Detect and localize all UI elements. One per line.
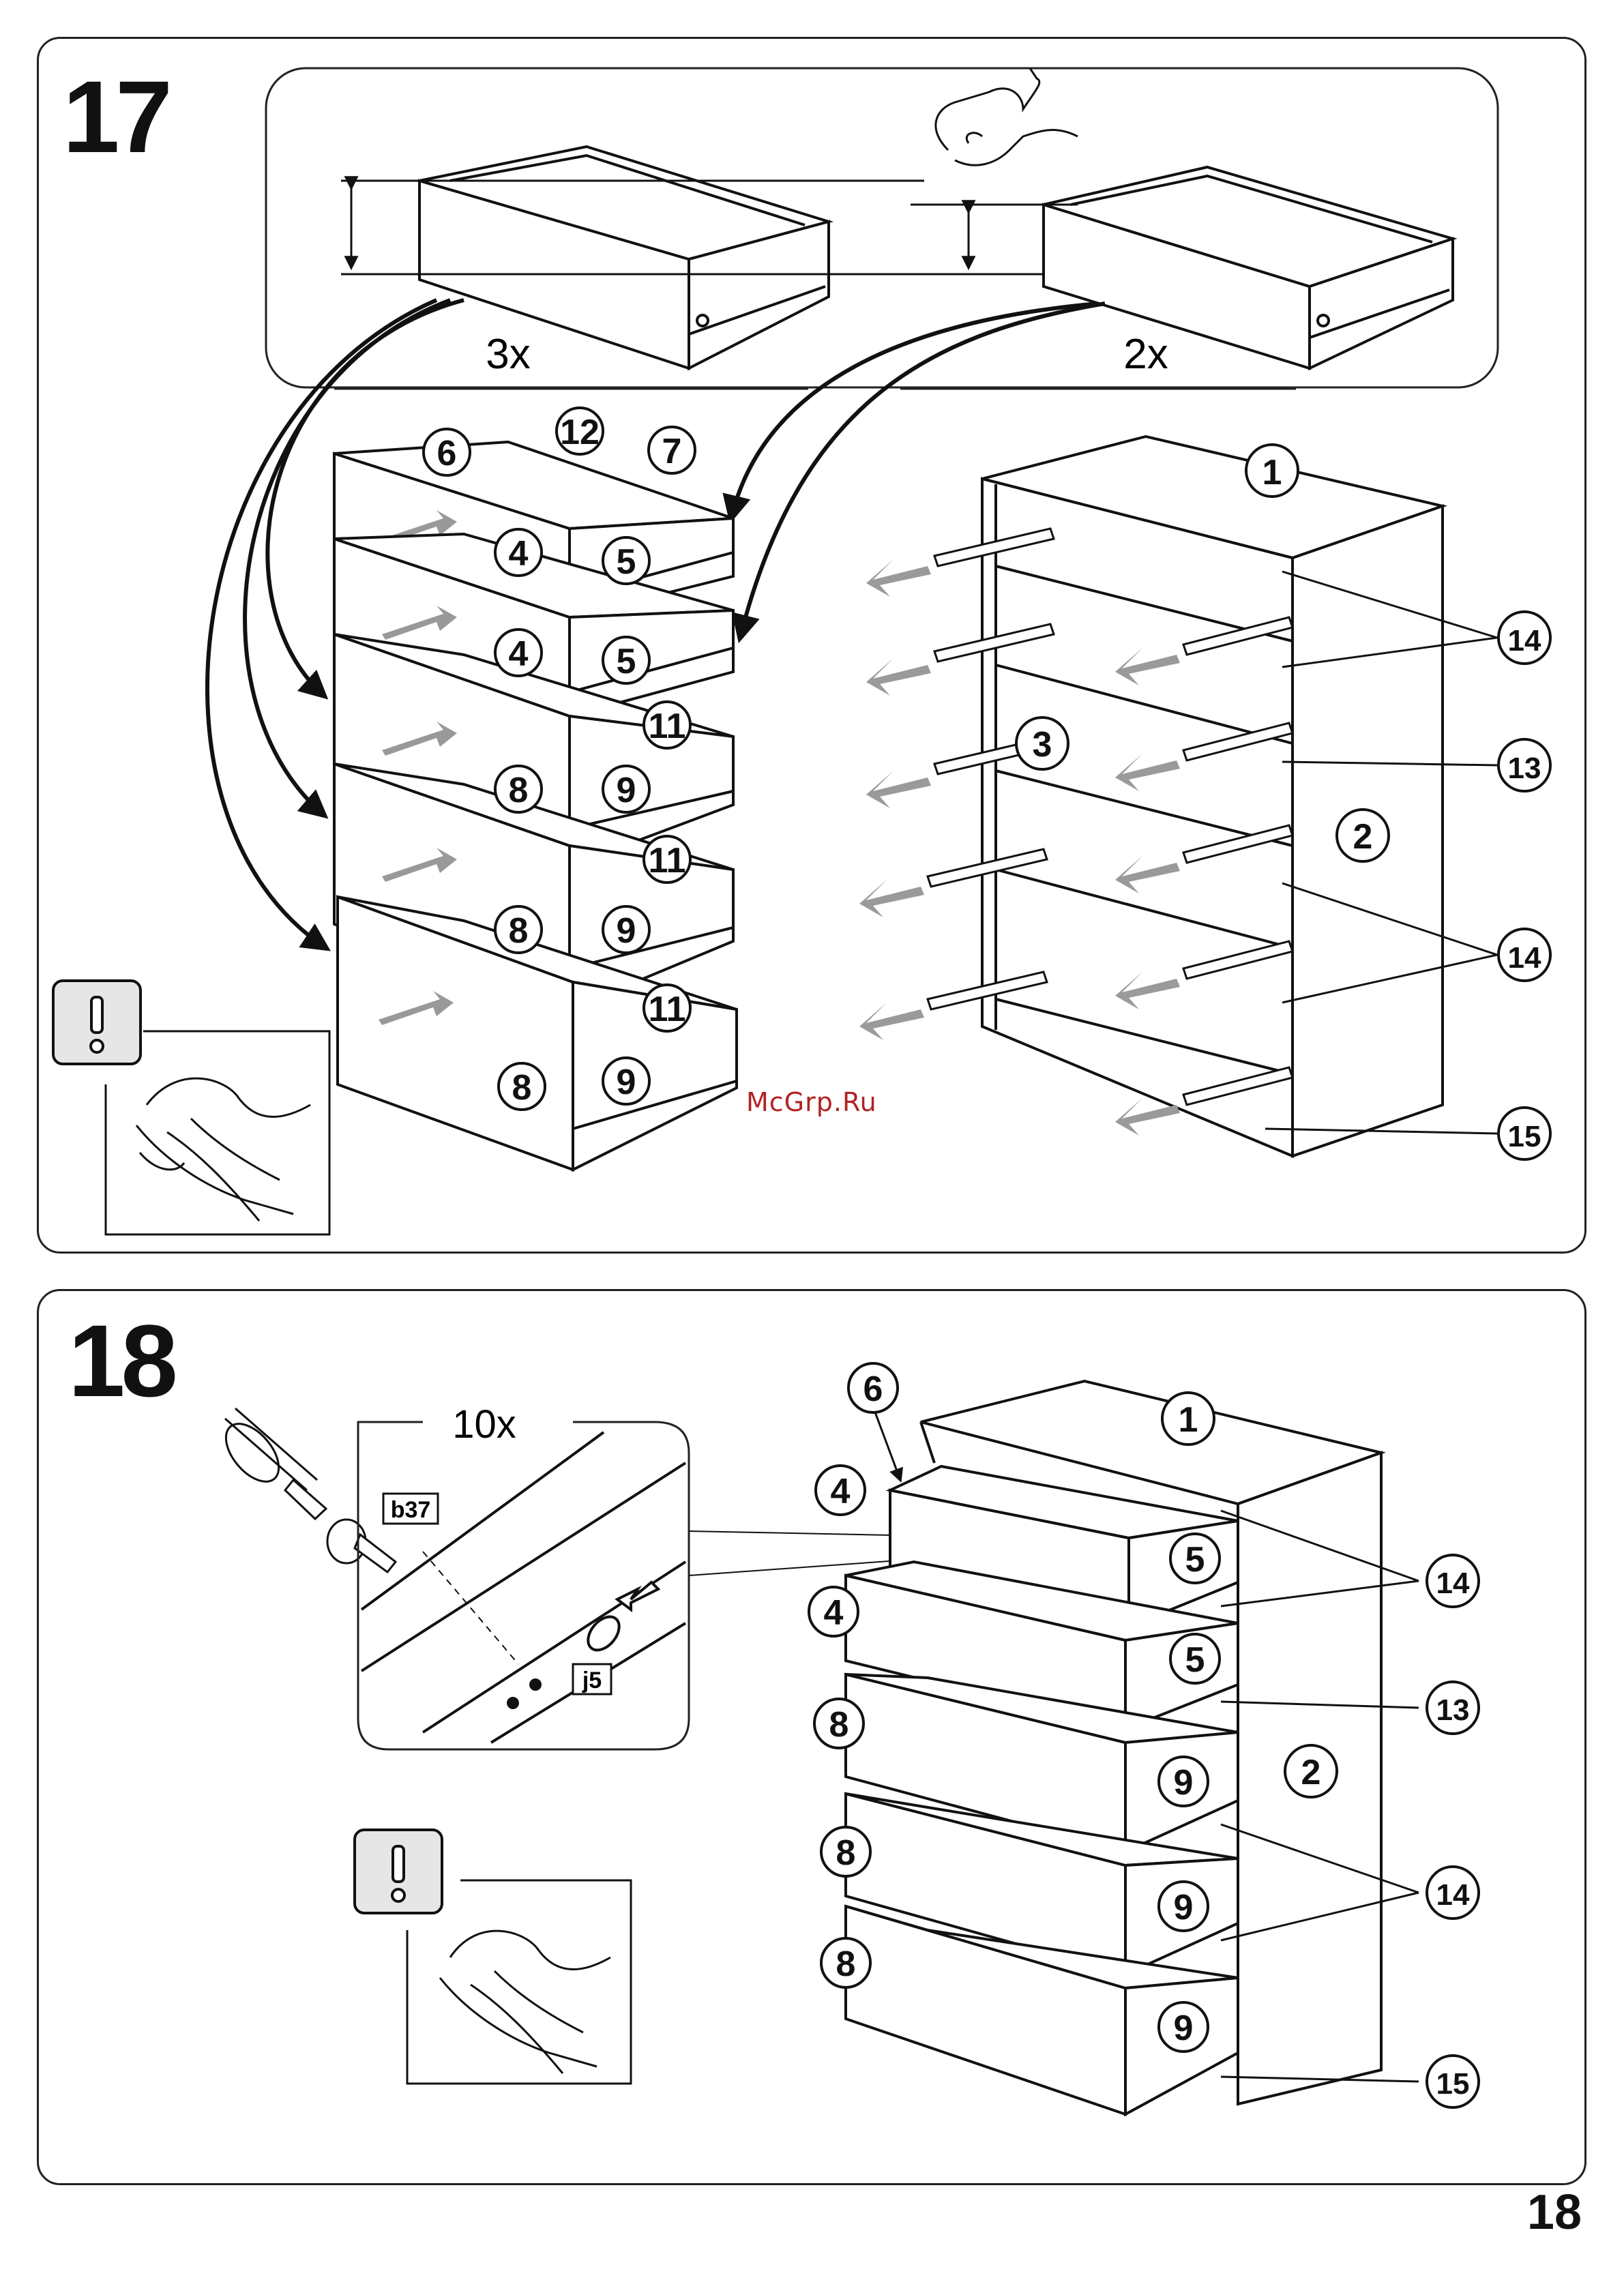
svg-text:11: 11 <box>649 841 686 880</box>
svg-text:14: 14 <box>1436 1878 1470 1912</box>
svg-text:9: 9 <box>1174 1888 1194 1927</box>
svg-text:9: 9 <box>617 911 636 951</box>
svg-text:13: 13 <box>1436 1693 1470 1727</box>
svg-text:12: 12 <box>560 413 600 452</box>
svg-text:9: 9 <box>1174 2009 1194 2048</box>
svg-text:4: 4 <box>824 1593 844 1633</box>
chest-frame-17 <box>982 436 1443 1156</box>
svg-text:11: 11 <box>649 707 686 746</box>
svg-text:8: 8 <box>836 1833 856 1873</box>
svg-text:9: 9 <box>617 1063 636 1102</box>
svg-text:4: 4 <box>509 634 529 674</box>
screw-qty: 10x <box>452 1402 516 1447</box>
svg-text:8: 8 <box>509 771 529 810</box>
detail-inset <box>358 1422 689 1749</box>
svg-text:14: 14 <box>1508 941 1541 975</box>
svg-text:5: 5 <box>617 642 636 681</box>
svg-text:5: 5 <box>1185 1640 1205 1680</box>
wipe-hands-icon <box>106 1031 329 1234</box>
hand-icon <box>936 68 1078 165</box>
svg-text:1: 1 <box>1179 1400 1198 1440</box>
svg-text:8: 8 <box>512 1068 532 1108</box>
svg-text:15: 15 <box>1436 2067 1470 2101</box>
svg-text:4: 4 <box>509 534 529 574</box>
svg-text:9: 9 <box>1174 1763 1194 1803</box>
svg-text:14: 14 <box>1436 1567 1470 1600</box>
qty-2x: 2x <box>1123 331 1168 378</box>
rail-code-label: j5 <box>582 1668 602 1693</box>
svg-text:11: 11 <box>649 990 686 1029</box>
svg-text:2: 2 <box>1353 817 1373 857</box>
screwdriver-icon <box>216 1408 326 1519</box>
svg-text:6: 6 <box>863 1369 883 1409</box>
svg-text:14: 14 <box>1508 624 1541 657</box>
tall-drawer <box>1044 167 1453 368</box>
svg-text:1: 1 <box>1263 453 1282 492</box>
svg-text:7: 7 <box>662 432 682 471</box>
screw-b37-icon <box>327 1520 396 1572</box>
qty-3x: 3x <box>486 331 530 378</box>
svg-text:4: 4 <box>831 1472 851 1511</box>
svg-text:15: 15 <box>1508 1120 1541 1153</box>
svg-text:3: 3 <box>1033 725 1052 765</box>
svg-text:8: 8 <box>836 1944 856 1984</box>
svg-text:8: 8 <box>509 911 529 951</box>
svg-text:5: 5 <box>1185 1540 1205 1580</box>
exclamation-icon <box>355 1830 442 1913</box>
screw-code-label: b37 <box>391 1497 431 1523</box>
svg-text:6: 6 <box>437 434 457 473</box>
svg-text:13: 13 <box>1508 752 1541 785</box>
svg-text:8: 8 <box>829 1705 849 1745</box>
exclamation-icon <box>53 981 141 1064</box>
svg-text:2: 2 <box>1301 1753 1321 1792</box>
svg-text:9: 9 <box>617 771 636 810</box>
svg-text:5: 5 <box>617 542 636 582</box>
wipe-hands-icon <box>407 1880 631 2084</box>
